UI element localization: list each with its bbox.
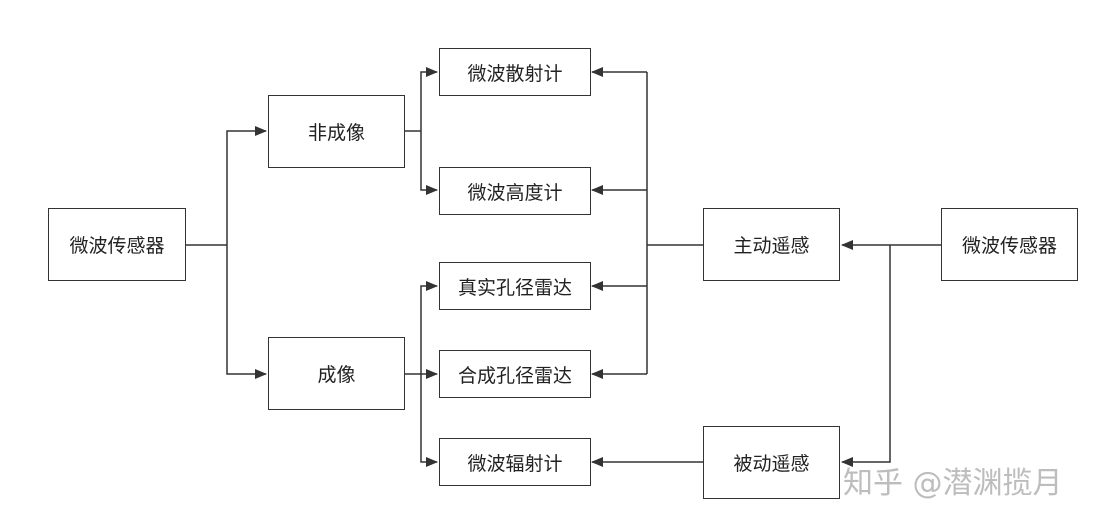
- arrow-to-altimeter: [420, 131, 438, 195]
- arrow-to-non-imaging: [226, 126, 267, 245]
- node-label: 微波传感器: [69, 235, 165, 257]
- node-sensor-right: 微波传感器: [941, 208, 1078, 281]
- node-sensor-left: 微波传感器: [48, 208, 186, 281]
- watermark: 知乎 @潜渊揽月: [843, 466, 1063, 501]
- arrow-to-radiometer: [420, 374, 438, 467]
- node-passive-sensing: 被动遥感: [703, 426, 840, 499]
- node-label: 微波高度计: [467, 181, 563, 204]
- node-scatterometer: 微波散射计: [439, 48, 591, 96]
- node-active-sensing: 主动遥感: [703, 208, 840, 281]
- node-synthetic-aperture-radar: 合成孔径雷达: [439, 350, 591, 398]
- node-radiometer: 微波辐射计: [439, 438, 591, 486]
- node-label: 被动遥感: [733, 453, 810, 475]
- node-non-imaging: 非成像: [268, 95, 405, 168]
- arrow-to-imaging: [226, 245, 267, 379]
- node-label: 成像: [317, 364, 356, 386]
- arrow-to-scatterometer: [420, 67, 438, 131]
- arrow-sensor-to-passive: [841, 245, 891, 467]
- arrow-to-real-aperture-radar: [420, 281, 438, 374]
- node-imaging: 成像: [268, 337, 405, 410]
- node-label: 微波传感器: [961, 235, 1057, 257]
- node-label: 微波辐射计: [467, 452, 563, 475]
- node-label: 非成像: [307, 122, 365, 144]
- node-real-aperture-radar: 真实孔径雷达: [439, 262, 591, 310]
- node-altimeter: 微波高度计: [439, 167, 591, 215]
- node-label: 真实孔径雷达: [457, 276, 572, 299]
- node-label: 主动遥感: [733, 235, 810, 257]
- node-label: 微波散射计: [467, 62, 563, 85]
- node-label: 合成孔径雷达: [457, 364, 572, 387]
